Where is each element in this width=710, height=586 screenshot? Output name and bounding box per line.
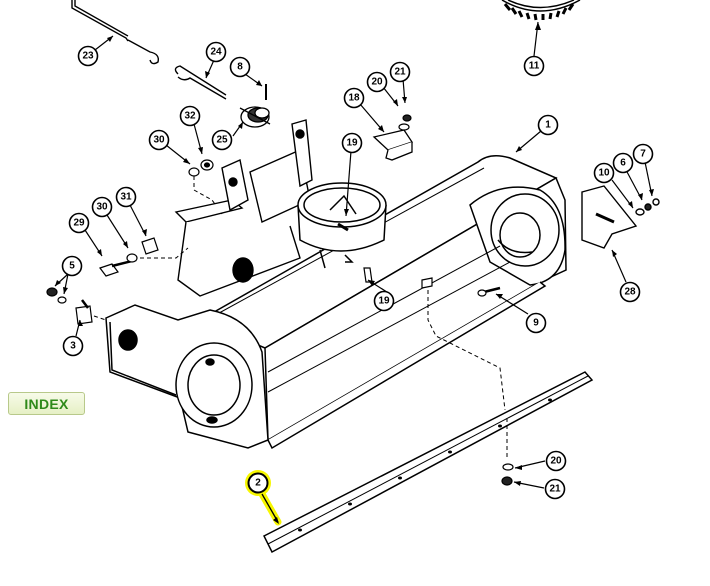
rear-frame bbox=[174, 119, 313, 297]
callout-21-lower: 21 bbox=[544, 478, 566, 500]
svg-text:1: 1 bbox=[545, 120, 551, 131]
gear-part bbox=[501, 0, 581, 21]
callout-20-lower: 20 bbox=[545, 450, 567, 472]
callout-10: 10 bbox=[593, 162, 615, 184]
callout-1: 1 bbox=[537, 114, 559, 136]
svg-text:10: 10 bbox=[598, 168, 610, 179]
svg-text:30: 30 bbox=[96, 202, 108, 213]
callout-11: 11 bbox=[523, 55, 545, 77]
svg-text:5: 5 bbox=[69, 261, 75, 272]
callout-19-lower: 19 bbox=[373, 290, 395, 312]
svg-text:23: 23 bbox=[82, 51, 94, 62]
svg-text:11: 11 bbox=[529, 61, 540, 72]
svg-text:25: 25 bbox=[216, 135, 228, 146]
svg-text:9: 9 bbox=[533, 318, 539, 329]
svg-text:30: 30 bbox=[153, 135, 165, 146]
callout-8: 8 bbox=[229, 56, 251, 78]
index-button[interactable]: INDEX bbox=[8, 392, 85, 415]
svg-text:8: 8 bbox=[237, 62, 243, 73]
svg-text:18: 18 bbox=[348, 93, 360, 104]
callout-5: 5 bbox=[61, 255, 83, 277]
scraper-shoe-part bbox=[262, 371, 594, 554]
svg-text:3: 3 bbox=[70, 341, 76, 352]
svg-text:31: 31 bbox=[120, 192, 132, 203]
svg-text:7: 7 bbox=[640, 149, 646, 160]
callout-6: 6 bbox=[612, 152, 634, 174]
callout-23: 23 bbox=[77, 45, 99, 67]
chute-ring bbox=[297, 182, 387, 269]
callout-29: 29 bbox=[68, 212, 90, 234]
callout-21-upper: 21 bbox=[389, 61, 411, 83]
rod-part bbox=[71, 0, 227, 100]
callout-9: 9 bbox=[525, 312, 547, 334]
callout-32: 32 bbox=[179, 105, 201, 127]
side-bracket-part bbox=[581, 185, 660, 249]
auger-housing bbox=[105, 155, 567, 450]
svg-text:24: 24 bbox=[210, 47, 222, 58]
svg-text:29: 29 bbox=[73, 218, 85, 229]
svg-text:21: 21 bbox=[549, 484, 561, 495]
svg-text:20: 20 bbox=[550, 456, 562, 467]
svg-text:32: 32 bbox=[184, 111, 196, 122]
callout-7: 7 bbox=[632, 143, 654, 165]
callout-18: 18 bbox=[343, 87, 365, 109]
callout-3: 3 bbox=[62, 335, 84, 357]
svg-text:28: 28 bbox=[624, 287, 636, 298]
clamp-part bbox=[372, 129, 414, 161]
svg-text:21: 21 bbox=[394, 67, 406, 78]
svg-text:20: 20 bbox=[371, 77, 383, 88]
svg-text:2: 2 bbox=[255, 478, 261, 489]
callout-19-upper: 19 bbox=[341, 132, 363, 154]
callout-2[interactable]: 2 bbox=[247, 472, 269, 494]
callout-30-lower: 30 bbox=[91, 196, 113, 218]
callout-25: 25 bbox=[211, 129, 233, 151]
callout-30-upper: 30 bbox=[148, 129, 170, 151]
svg-text:19: 19 bbox=[346, 138, 358, 149]
callout-24: 24 bbox=[205, 41, 227, 63]
svg-text:19: 19 bbox=[378, 296, 390, 307]
callout-31: 31 bbox=[115, 186, 137, 208]
spring-knob-part bbox=[239, 106, 271, 128]
svg-text:6: 6 bbox=[620, 158, 626, 169]
callout-28: 28 bbox=[619, 281, 641, 303]
callout-20-upper: 20 bbox=[366, 71, 388, 93]
